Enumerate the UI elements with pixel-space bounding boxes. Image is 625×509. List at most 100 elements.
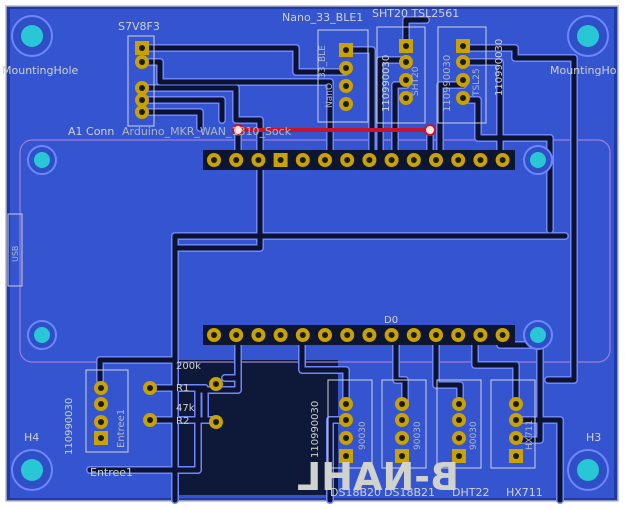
trace-9 [460, 45, 577, 383]
label-d0: D0 [384, 315, 398, 326]
pad-drill-48 [98, 385, 104, 391]
trace-10 [460, 59, 503, 163]
pad-drill-43 [460, 77, 466, 83]
pad-drill-16 [255, 332, 262, 338]
pad-drill-39 [403, 77, 409, 83]
pad-drill-sq-28 [139, 45, 145, 51]
trace-5 [342, 47, 375, 163]
pad-drill-67 [513, 435, 519, 441]
trace-7 [377, 57, 409, 163]
label-r2: R2 [176, 416, 189, 427]
pad-drill-sq-56 [343, 453, 349, 459]
pad-drill-54 [343, 417, 349, 423]
mounting-hole-2 [21, 459, 43, 481]
trace-15 [172, 157, 263, 503]
label-dht-vert: 90030 [469, 421, 479, 450]
pad-drill-55 [343, 435, 349, 441]
pad-drill-sq-37 [403, 43, 409, 49]
pad-drill-0 [211, 157, 217, 163]
label-hx711-vert: HX711 [525, 420, 535, 450]
pad-drill-57 [399, 401, 405, 407]
pad-drill-27 [499, 332, 506, 338]
label-mkr-wan: Arduino_MKR_WAN_1310_Sock [122, 125, 292, 138]
pad-drill-24 [433, 332, 439, 338]
pad-drill-sq-45 [98, 435, 104, 441]
pad-drill-58 [399, 417, 405, 423]
label-47k: 47k [176, 403, 195, 414]
pad-drill-29 [139, 59, 145, 65]
pad-drill-13 [499, 157, 506, 163]
pad-drill-51 [147, 417, 153, 423]
pad-drill-14 [211, 332, 217, 338]
label-ds21-vert: 90030 [413, 421, 423, 450]
pad-drill-9 [410, 157, 417, 163]
pad-drill-sq-41 [460, 43, 466, 49]
label-entree1: Entree1 [90, 466, 133, 479]
header-strip-bottom [203, 325, 515, 345]
trace-24 [472, 332, 519, 408]
pad-layer [94, 39, 523, 463]
trace-23 [433, 332, 463, 408]
pad-drill-4 [299, 157, 306, 163]
label-nano-vert: NanO [325, 83, 335, 108]
pad-drill-20 [344, 332, 351, 338]
trace-16 [172, 233, 568, 251]
silkscreen-outlines [85, 26, 536, 469]
trace-11 [437, 82, 466, 163]
label-h4: H4 [24, 431, 39, 444]
pad-drill-6 [344, 157, 351, 163]
pad-drill-31 [139, 97, 145, 103]
mounting-hole-3 [577, 459, 599, 481]
mounting-hole-0 [21, 25, 43, 47]
label-code-mid: 110990030 [310, 401, 321, 458]
trace-3 [139, 97, 225, 123]
usb-connector-outline [7, 213, 23, 287]
via-left [232, 124, 244, 136]
pad-drill-66 [513, 417, 519, 423]
label-ds-vert: 90030 [358, 421, 368, 450]
pad-drill-25 [455, 332, 462, 338]
trace-0 [139, 45, 348, 75]
label-nano-vert2: 33_BLE [318, 45, 328, 78]
pad-drill-59 [399, 435, 405, 441]
mounting-hole-4 [34, 152, 50, 168]
pad-drill-10 [433, 157, 439, 163]
pad-drill-sq-3 [277, 157, 284, 163]
trace-6 [403, 17, 429, 48]
pad-drill-sq-33 [343, 47, 349, 53]
brand-text: B-NAHL [297, 455, 459, 499]
pad-drill-8 [388, 157, 395, 163]
pad-drill-17 [277, 332, 284, 338]
label-dht22: DHT22 [452, 486, 489, 499]
pad-drill-62 [456, 417, 462, 423]
pad-drill-63 [456, 435, 462, 441]
pad-drill-23 [410, 332, 417, 338]
pad-drill-46 [98, 419, 104, 425]
pad-drill-18 [299, 332, 306, 338]
label-code-right-top: 110990030 [494, 39, 505, 96]
pad-drill-38 [403, 59, 409, 65]
trace-27 [513, 417, 563, 503]
label-nano-ble: Nano_33_BLE1 [282, 11, 363, 24]
label-code-left: 110990030 [64, 398, 75, 455]
board-outline [5, 5, 619, 502]
pad-drill-sq-64 [456, 453, 462, 459]
label-s7v8f3: S7V8F3 [118, 20, 160, 33]
pad-drill-65 [513, 401, 519, 407]
solder-mask-panel [178, 360, 338, 495]
pad-drill-34 [343, 65, 349, 71]
pad-drill-49 [147, 385, 153, 391]
label-a1-conn: A1 Conn [68, 125, 114, 138]
label-mounting-right: MountingHo [550, 64, 617, 77]
pad-drill-1 [233, 157, 240, 163]
brand-text-group: B-NAHL [297, 455, 459, 499]
pad-drill-53 [343, 401, 349, 407]
trace-layer [86, 16, 578, 504]
label-sht20-tsl: SHT20 TSL2561 [372, 7, 459, 20]
label-code-tsl: 110990030 [442, 55, 453, 112]
pad-drill-11 [455, 157, 462, 163]
header-strip-top [203, 150, 515, 170]
pad-drill-36 [343, 101, 349, 107]
pad-drill-40 [403, 95, 409, 101]
